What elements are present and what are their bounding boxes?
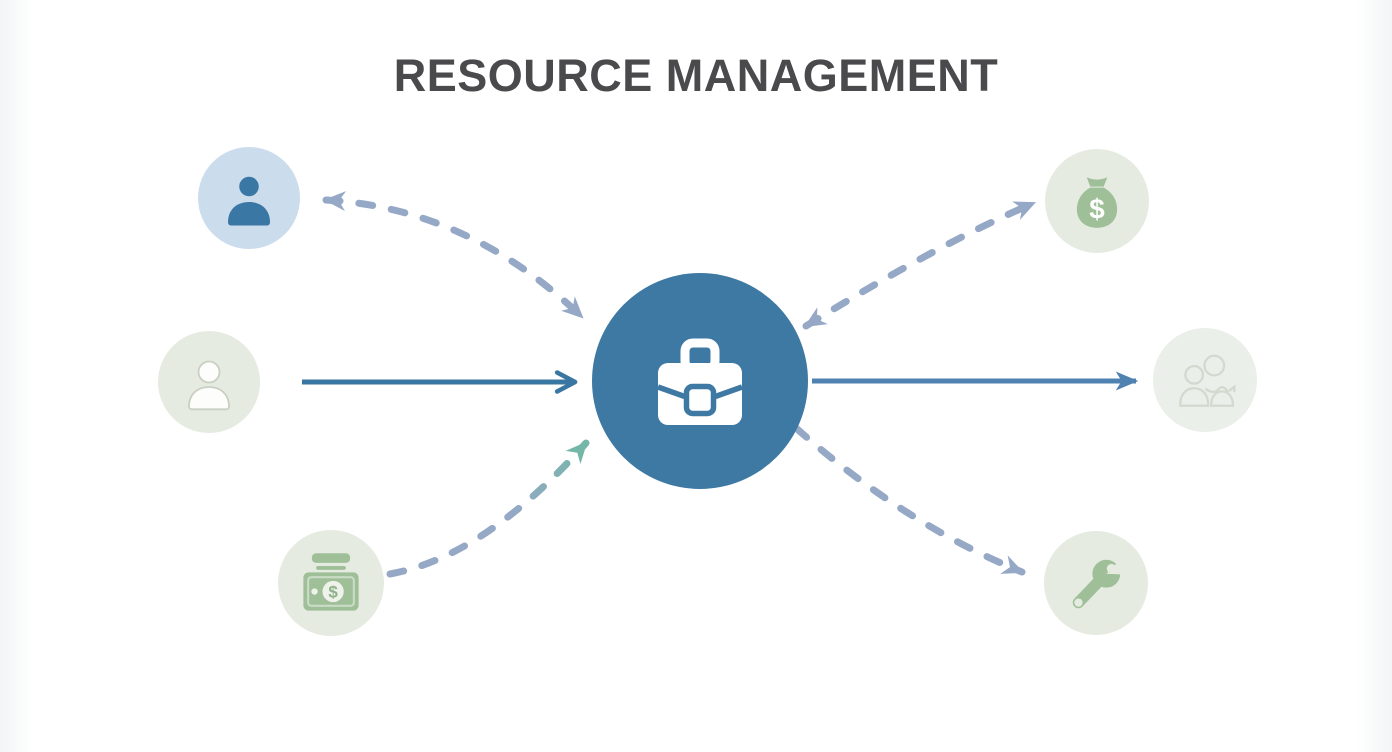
- wrench-icon: [1072, 553, 1129, 609]
- arrow-center-tools: [792, 424, 1026, 576]
- node-cash: $: [278, 530, 384, 636]
- arrow-user-account-center: [322, 191, 586, 321]
- briefcase-icon: [657, 338, 743, 425]
- svg-text:$: $: [328, 582, 338, 601]
- node-user-account: [198, 147, 300, 249]
- node-team: [1153, 328, 1257, 432]
- team-icon: [1179, 354, 1236, 407]
- banknote-icon: $: [303, 553, 359, 611]
- arrow-cash-center: [386, 439, 590, 578]
- arrow-center-money-bag: [802, 199, 1038, 330]
- person-filled-icon: [228, 174, 270, 226]
- person-outline-icon: [188, 360, 230, 411]
- svg-text:$: $: [1089, 194, 1105, 225]
- node-tools: [1044, 531, 1148, 635]
- node-person: [158, 331, 260, 433]
- money-bag-icon: $: [1076, 177, 1118, 228]
- node-operations-center: [592, 273, 808, 489]
- node-money-bag: $: [1045, 149, 1149, 253]
- page-title: RESOURCE MANAGEMENT: [393, 50, 999, 101]
